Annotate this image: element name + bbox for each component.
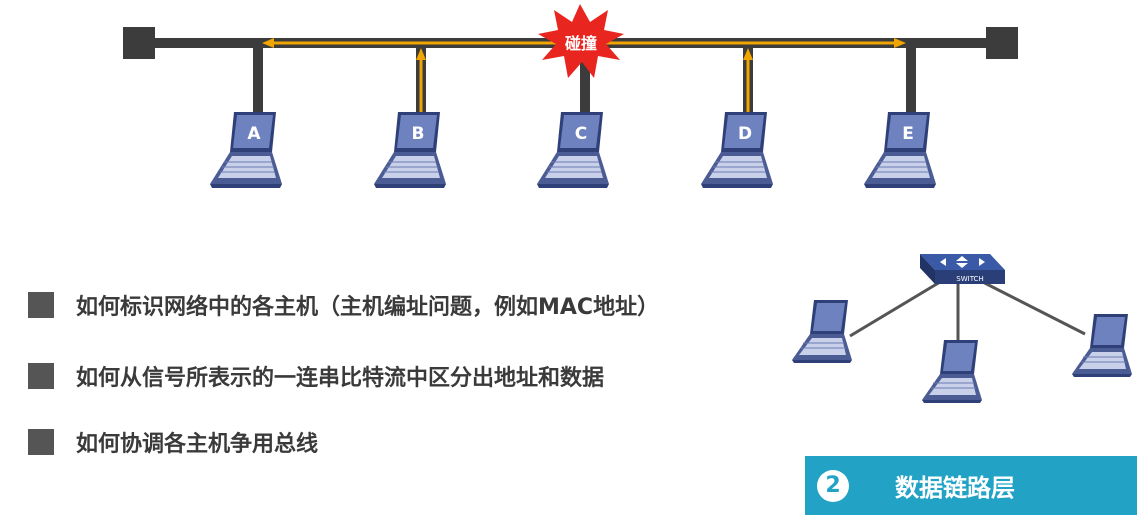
- laptop-host-b: B: [373, 111, 447, 189]
- drop-line-c: [580, 46, 590, 116]
- collision-burst: 碰撞: [538, 4, 624, 78]
- switch-laptop-left: [791, 299, 853, 364]
- drop-line-a: [253, 46, 263, 116]
- bullet-item-addressing: 如何标识网络中的各主机（主机编址问题，例如MAC地址）: [28, 289, 659, 321]
- host-label-a: A: [247, 124, 261, 144]
- network-switch: SWITCH: [920, 254, 1005, 284]
- bullet-square-icon: [28, 429, 54, 455]
- switch-laptop-right: [1071, 313, 1133, 378]
- host-label-b: B: [412, 124, 425, 144]
- collision-label: 碰撞: [565, 34, 597, 53]
- bullet-square-icon: [28, 292, 54, 318]
- bullet-text: 如何从信号所表示的一连串比特流中区分出地址和数据: [76, 366, 605, 391]
- drop-line-e: [906, 46, 916, 116]
- chapter-title: 数据链路层: [895, 474, 1015, 502]
- switch-star-topology: SWITCH: [791, 254, 1133, 404]
- laptop-host-a: A: [209, 111, 283, 189]
- bus-terminator-left: [123, 27, 155, 59]
- signal-arrows: [262, 38, 906, 118]
- host-label-e: E: [902, 124, 914, 144]
- bullet-text: 如何协调各主机争用总线: [76, 432, 319, 457]
- laptop-host-e: E: [863, 111, 937, 189]
- bullet-square-icon: [28, 363, 54, 389]
- bus-topology-diagram: 碰撞 A B C D E: [123, 4, 1018, 189]
- switch-laptop-middle: [921, 339, 983, 404]
- laptop-host-c: C: [536, 111, 610, 189]
- laptop-host-d: D: [700, 111, 774, 189]
- host-label-d: D: [738, 124, 752, 144]
- chapter-number-badge: 2: [817, 469, 849, 502]
- chapter-banner: 2 数据链路层: [805, 456, 1137, 515]
- bus-terminator-right: [986, 27, 1018, 59]
- bullet-item-contention: 如何协调各主机争用总线: [28, 426, 318, 458]
- switch-arrows-icon: [940, 256, 985, 268]
- switch-label: SWITCH: [956, 275, 983, 283]
- bullet-item-framing: 如何从信号所表示的一连串比特流中区分出地址和数据: [28, 360, 604, 392]
- host-label-c: C: [575, 124, 587, 144]
- bullet-text: 如何标识网络中的各主机（主机编址问题，例如MAC地址）: [76, 295, 660, 320]
